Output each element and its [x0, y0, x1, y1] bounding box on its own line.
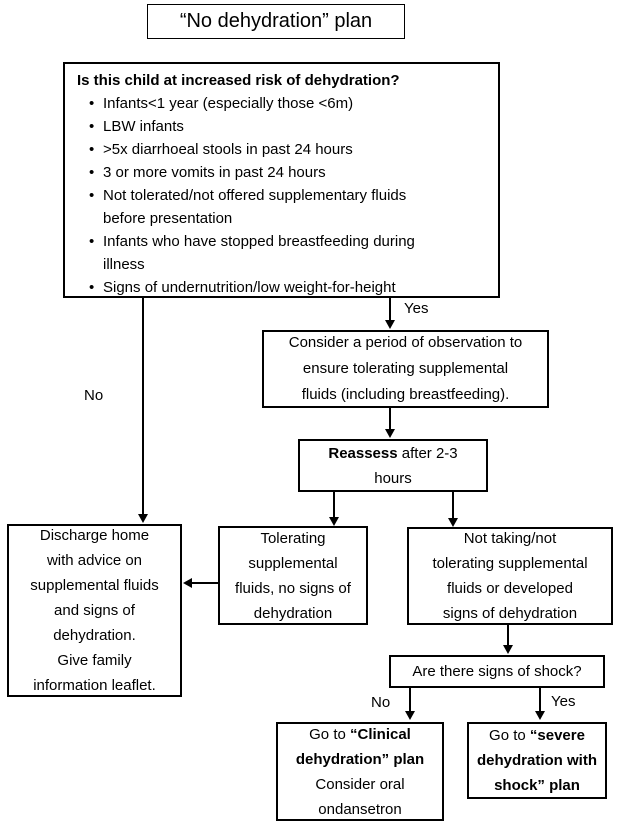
risk-bullet: Infants<1 year (especially those <6m) [75, 92, 488, 115]
discharge-line: dehydration. [53, 627, 136, 644]
connector-not-tolerating-shock [507, 625, 509, 645]
severe-plan-line: Go to “severe [489, 723, 585, 748]
not-tolerating-line: tolerating supplemental [432, 555, 588, 572]
tolerating-line: dehydration [253, 604, 333, 622]
arrowhead-risk-no [138, 514, 148, 523]
severe-goto-text: Go to [489, 727, 530, 744]
severe-plan-line: shock” plan [494, 777, 580, 794]
tolerating-box: Tolerating supplemental fluids, no signs… [218, 526, 368, 625]
arrowhead-reassess-not-tolerating [448, 518, 458, 527]
connector-reassess-tolerating [333, 492, 335, 517]
reassess-box: Reassess after 2-3 hours [298, 439, 488, 492]
connector-risk-no [142, 298, 144, 514]
severe-plan-bold: “severe [529, 727, 585, 744]
connector-shock-no [409, 688, 411, 711]
page-title: “No dehydration” plan [179, 10, 373, 32]
observation-line: ensure tolerating supplemental [302, 360, 509, 377]
arrowhead-observation-reassess [385, 429, 395, 438]
arrowhead-shock-yes [535, 711, 545, 720]
discharge-line: information leaflet. [33, 677, 156, 694]
connector-shock-yes [539, 688, 541, 711]
not-tolerating-line: Not taking/not [463, 530, 557, 547]
not-tolerating-box: Not taking/not tolerating supplemental f… [407, 527, 613, 625]
observation-line: fluids (including breastfeeding). [301, 386, 510, 403]
tolerating-line: Tolerating [260, 529, 326, 547]
label-yes-shock: Yes [551, 693, 576, 710]
clinical-plan-line: Go to “Clinical [309, 722, 411, 747]
reassess-rest-text: after 2-3 [397, 444, 458, 462]
reassess-line: Reassess after 2-3 [328, 441, 457, 466]
title-box: “No dehydration” plan [147, 4, 405, 39]
severe-plan-line: dehydration with [477, 752, 597, 769]
shock-question-box: Are there signs of shock? [389, 655, 605, 688]
observation-line: Consider a period of observation to [288, 334, 523, 351]
risk-bullet: Not tolerated/not offered supplementary … [75, 184, 488, 230]
clinical-plan-bold: “Clinical [350, 725, 411, 743]
risk-bullet-list: Infants<1 year (especially those <6m) LB… [75, 92, 488, 299]
clinical-goto-text: Go to [309, 725, 350, 743]
clinical-plan-line: dehydration” plan [295, 750, 425, 768]
shock-question-text: Are there signs of shock? [412, 663, 582, 680]
reassess-bold-text: Reassess [328, 444, 398, 462]
risk-question-header: Is this child at increased risk of dehyd… [77, 72, 400, 89]
label-no-risk: No [84, 387, 104, 404]
reassess-line: hours [374, 469, 412, 487]
arrowhead-not-tolerating-shock [503, 645, 513, 654]
risk-bullet: Infants who have stopped breastfeeding d… [75, 230, 488, 276]
risk-bullet: LBW infants [75, 115, 488, 138]
risk-bullet: 3 or more vomits in past 24 hours [75, 161, 488, 184]
discharge-line: Discharge home [39, 527, 150, 544]
connector-observation-reassess [389, 408, 391, 429]
label-no-shock: No [371, 694, 391, 711]
discharge-box: Discharge home with advice on supplement… [7, 524, 182, 697]
connector-tolerating-discharge [192, 582, 218, 584]
tolerating-line: supplemental [248, 554, 338, 572]
arrowhead-shock-no [405, 711, 415, 720]
connector-risk-yes [389, 298, 391, 320]
tolerating-line: fluids, no signs of [235, 579, 351, 597]
risk-question-box: Is this child at increased risk of dehyd… [63, 62, 500, 299]
discharge-line: supplemental fluids [30, 577, 159, 594]
discharge-line: Give family [57, 652, 132, 669]
not-tolerating-line: fluids or developed [447, 580, 573, 597]
connector-reassess-not-tolerating [452, 492, 454, 518]
risk-bullet: Signs of undernutrition/low weight-for-h… [75, 276, 488, 299]
arrowhead-reassess-tolerating [329, 517, 339, 526]
severe-plan-box: Go to “severe dehydration with shock” pl… [467, 722, 607, 799]
discharge-line: with advice on [46, 552, 143, 569]
clinical-plan-line: ondansetron [318, 800, 402, 818]
label-yes-risk: Yes [404, 300, 429, 317]
arrowhead-risk-yes [385, 320, 395, 329]
not-tolerating-line: signs of dehydration [442, 605, 578, 622]
risk-bullet: >5x diarrhoeal stools in past 24 hours [75, 138, 488, 161]
arrowhead-tolerating-discharge [183, 578, 192, 588]
clinical-plan-box: Go to “Clinical dehydration” plan Consid… [276, 722, 444, 821]
clinical-plan-line: Consider oral [315, 775, 405, 793]
observation-box: Consider a period of observation to ensu… [262, 330, 549, 408]
discharge-line: and signs of [54, 602, 135, 619]
